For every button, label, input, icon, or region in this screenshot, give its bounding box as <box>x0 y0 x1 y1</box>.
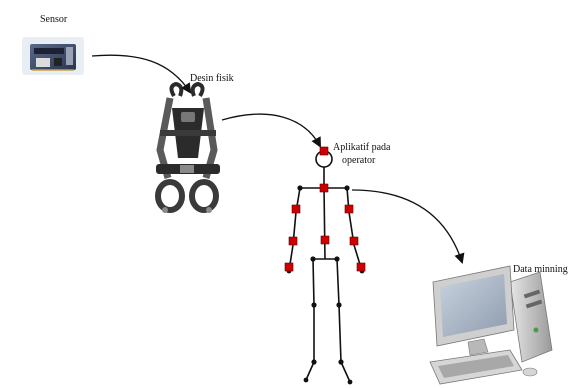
design-label: Desin fisik <box>190 73 234 84</box>
sensor-marker-right-hand <box>356 262 366 272</box>
safety-harness-icon <box>155 81 220 213</box>
data-mining-label: Data minning <box>513 264 568 275</box>
sensor-marker-right-forearm <box>349 236 359 246</box>
sensor-markers <box>284 146 366 272</box>
sensor-marker-left-forearm <box>288 236 298 246</box>
operator-label-line2: operator <box>342 155 376 166</box>
sensor-marker-head <box>319 146 329 156</box>
desktop-computer-icon <box>429 265 553 385</box>
sensor-marker-chest <box>319 183 329 193</box>
operator-label-line1: Aplikatif pada <box>333 142 391 153</box>
arrow-operator-to-computer <box>351 189 465 264</box>
sensor-board-icon <box>22 37 84 75</box>
arrow-design-to-operator <box>221 113 321 148</box>
sensor-marker-waist <box>320 235 330 245</box>
sensor-marker-left-upper-arm <box>291 204 301 214</box>
sensor-label: Sensor <box>40 14 68 25</box>
sensor-marker-left-hand <box>284 262 294 272</box>
arrow-sensor-to-design <box>91 54 192 94</box>
skeleton-joints <box>286 185 365 385</box>
sensor-marker-right-upper-arm <box>344 204 354 214</box>
